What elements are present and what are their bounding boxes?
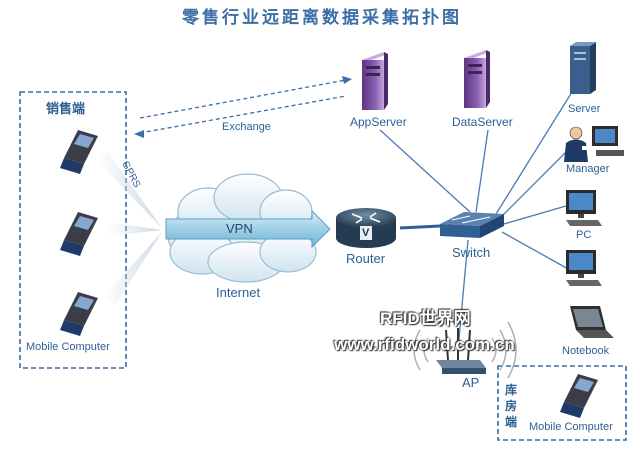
warehouse-label-char-3: 端 — [505, 415, 518, 429]
warehouse-label-char-1: 库 — [505, 383, 518, 397]
mobile-computer-icon — [560, 374, 598, 418]
exchange-arrowhead-right — [342, 76, 352, 84]
watermark-line1: RFID世界网 — [380, 309, 471, 328]
network-links — [379, 91, 573, 351]
warehouse-device-label: Mobile Computer — [529, 421, 613, 433]
router-mark: V — [362, 227, 370, 239]
warehouse-group-box — [497, 365, 627, 441]
wifi-waves-icon — [413, 321, 517, 379]
vpn-label: VPN — [226, 221, 253, 236]
sales-device-label: Mobile Computer — [26, 341, 110, 353]
server-icon — [570, 42, 596, 94]
pc-icon — [566, 190, 602, 226]
manager-label: Manager — [566, 163, 610, 175]
server-label: Server — [568, 103, 601, 115]
router-label: Router — [346, 251, 386, 266]
mobile-computer-icon — [60, 292, 98, 336]
manager-icon — [564, 126, 624, 162]
watermark-line2: www.rfidworld.com.cn — [334, 335, 515, 354]
internet-label: Internet — [216, 285, 261, 300]
sales-group-label: 销售端 — [46, 101, 86, 116]
dataserver-icon — [464, 50, 490, 108]
router-switch-link — [399, 224, 441, 230]
diagram-title: 零售行业远距离数据采集拓扑图 — [182, 8, 462, 28]
appserver-label: AppServer — [350, 115, 407, 129]
notebook-label: Notebook — [562, 345, 610, 357]
exchange-label: Exchange — [222, 121, 271, 133]
ap-label: AP — [462, 375, 480, 390]
switch-label: Switch — [452, 245, 491, 260]
vpn-tunnel — [165, 209, 331, 249]
dataserver-label: DataServer — [452, 115, 513, 129]
access-point-icon — [436, 328, 486, 374]
switch-icon — [440, 212, 504, 238]
notebook-icon — [570, 306, 614, 338]
exchange-arrowhead-left — [134, 130, 144, 138]
warehouse-label-char-2: 房 — [505, 399, 518, 413]
gprs-beams — [96, 152, 162, 304]
pc-label: PC — [576, 229, 592, 241]
mobile-computer-icon — [60, 212, 98, 256]
appserver-icon — [362, 52, 388, 110]
mobile-computer-icon — [60, 130, 98, 174]
pc2-icon — [566, 250, 602, 286]
router-icon — [336, 208, 396, 248]
